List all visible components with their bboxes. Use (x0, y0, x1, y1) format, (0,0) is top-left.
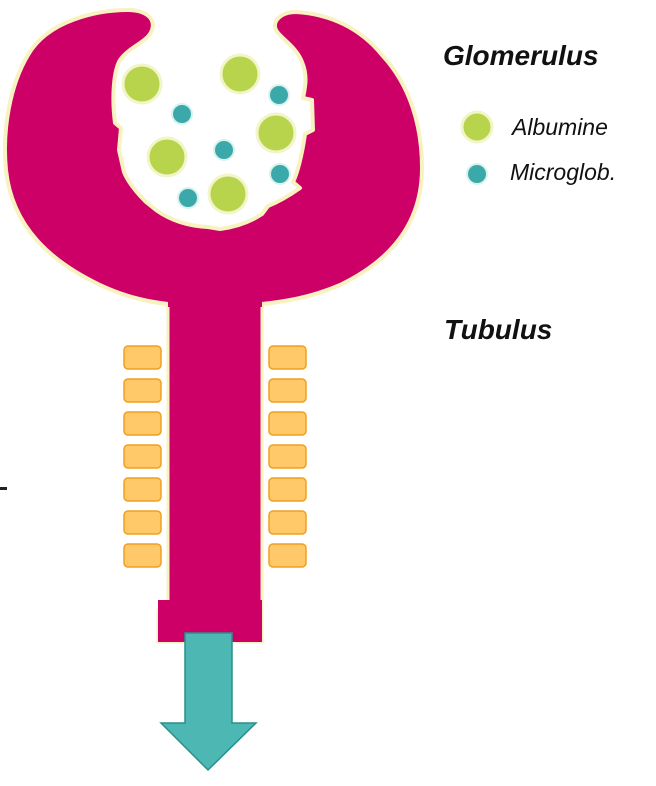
microglob-particle (172, 104, 192, 124)
tubule-cell (124, 412, 161, 435)
albumine-particle (221, 55, 259, 93)
legend-albumine-label: Albumine (512, 114, 608, 141)
legend-microglob-label: Microglob. (510, 159, 616, 186)
tubule-cell (124, 511, 161, 534)
tubule-tube (168, 300, 262, 640)
tubule-cell (269, 346, 306, 369)
tubule-cell (269, 511, 306, 534)
tubule-cells-right (269, 346, 306, 567)
albumine-particle (123, 65, 161, 103)
legend-albumine-symbol (462, 112, 492, 142)
glomerulus-capsule (5, 10, 422, 307)
tubule-cell (269, 478, 306, 501)
edge-mark (0, 487, 7, 490)
tubule-cell (269, 445, 306, 468)
outflow-arrow (161, 633, 256, 770)
tubule-cell (124, 478, 161, 501)
microglob-particle (178, 188, 198, 208)
tubule-cell (269, 544, 306, 567)
microglob-particle (269, 85, 289, 105)
tubulus-label: Tubulus (444, 314, 552, 346)
tubule-cell (124, 445, 161, 468)
tubule-cell (124, 346, 161, 369)
tubule-cell (124, 544, 161, 567)
albumine-particle (257, 114, 295, 152)
tubule-cells-left (124, 346, 161, 567)
tubule-cell (124, 379, 161, 402)
legend-microglob-symbol (467, 164, 487, 184)
albumine-particles (123, 55, 295, 213)
albumine-particle (148, 138, 186, 176)
tubule-cell (269, 379, 306, 402)
albumine-particle (209, 175, 247, 213)
tubule-cell (269, 412, 306, 435)
microglob-particle (270, 164, 290, 184)
glomerulus-label: Glomerulus (443, 40, 599, 72)
microglob-particle (214, 140, 234, 160)
